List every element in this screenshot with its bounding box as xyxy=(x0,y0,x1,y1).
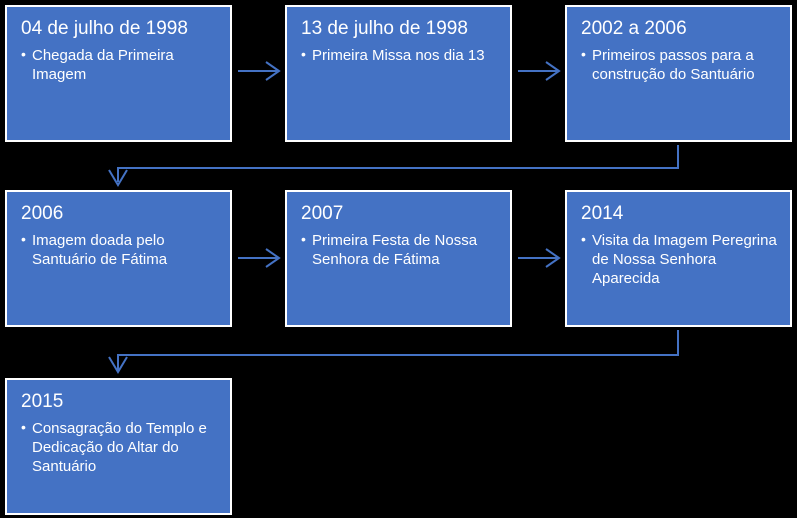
node-bullet: Consagração do Templo e Dedicação do Alt… xyxy=(21,418,220,476)
node-bullet: Primeira Festa de Nossa Senhora de Fátim… xyxy=(301,230,500,269)
node-title: 2007 xyxy=(301,203,344,224)
node-bullet-list: Primeira Missa nos dia 13 xyxy=(299,45,500,65)
node-bullet-list: Chegada da Primeira Imagem xyxy=(19,45,220,84)
node-title: 13 de julho de 1998 xyxy=(301,18,468,39)
node-title: 2015 xyxy=(21,391,64,412)
node-bullet-list: Consagração do Templo e Dedicação do Alt… xyxy=(19,418,220,476)
node-title: 2006 xyxy=(21,203,64,224)
process-node-2[interactable]: 13 de julho de 1998 Primeira Missa nos d… xyxy=(285,5,512,142)
process-node-5[interactable]: 2007 Primeira Festa de Nossa Senhora de … xyxy=(285,190,512,327)
arrow-2-to-3 xyxy=(518,61,561,81)
process-node-6[interactable]: 2014 Visita da Imagem Peregrina de Nossa… xyxy=(565,190,792,327)
node-title: 2014 xyxy=(581,203,624,224)
node-bullet-list: Imagem doada pelo Santuário de Fátima xyxy=(19,230,220,269)
node-bullet: Primeiros passos para a construção do Sa… xyxy=(581,45,780,84)
process-node-7[interactable]: 2015 Consagração do Templo e Dedicação d… xyxy=(5,378,232,515)
arrow-4-to-5 xyxy=(238,248,281,268)
arrow-5-to-6 xyxy=(518,248,561,268)
node-bullet: Primeira Missa nos dia 13 xyxy=(301,45,500,65)
node-bullet: Chegada da Primeira Imagem xyxy=(21,45,220,84)
node-bullet-list: Primeira Festa de Nossa Senhora de Fátim… xyxy=(299,230,500,269)
node-bullet-list: Visita da Imagem Peregrina de Nossa Senh… xyxy=(579,230,780,288)
node-bullet: Imagem doada pelo Santuário de Fátima xyxy=(21,230,220,269)
arrow-6-to-7 xyxy=(108,330,679,374)
node-bullet-list: Primeiros passos para a construção do Sa… xyxy=(579,45,780,84)
node-title: 04 de julho de 1998 xyxy=(21,18,188,39)
process-node-4[interactable]: 2006 Imagem doada pelo Santuário de Fáti… xyxy=(5,190,232,327)
process-node-3[interactable]: 2002 a 2006 Primeiros passos para a cons… xyxy=(565,5,792,142)
arrow-1-to-2 xyxy=(238,61,281,81)
node-title: 2002 a 2006 xyxy=(581,18,687,39)
node-bullet: Visita da Imagem Peregrina de Nossa Senh… xyxy=(581,230,780,288)
arrow-3-to-4 xyxy=(108,145,679,187)
process-node-1[interactable]: 04 de julho de 1998 Chegada da Primeira … xyxy=(5,5,232,142)
